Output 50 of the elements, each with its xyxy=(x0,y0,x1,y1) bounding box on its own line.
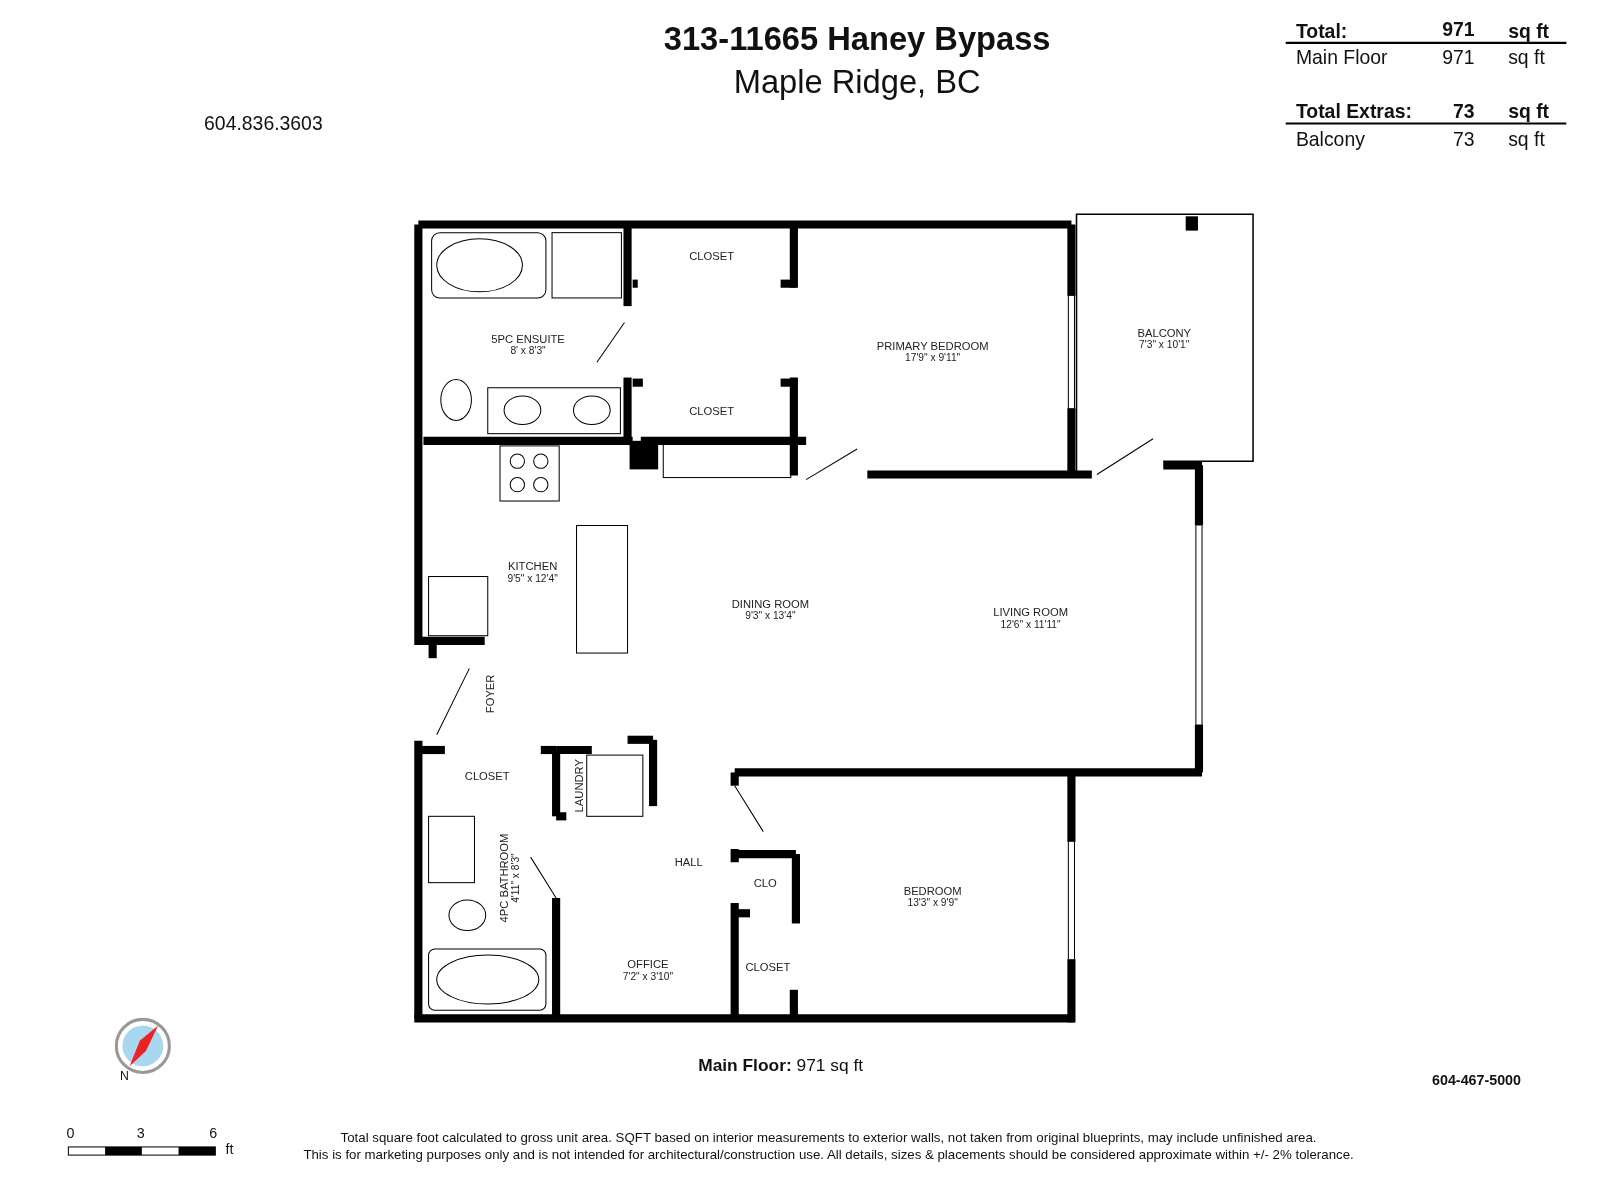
room-name: 4PC BATHROOM xyxy=(498,833,511,923)
room-name: DINING ROOM xyxy=(731,597,810,611)
room-dimensions: 9'5" x 12'4" xyxy=(507,571,558,584)
room-name: OFFICE xyxy=(627,957,669,970)
room-text: Main Floor xyxy=(1295,46,1388,70)
unit-text: sq ft xyxy=(1508,46,1545,70)
room-name: CLOSET xyxy=(745,960,791,973)
disclaimer-text: This is for marketing purposes only and is not intended for architectural/construction use. All details, sizes & placements should be considered approximate within +/- 2% tolerance. xyxy=(303,1146,1354,1163)
room-dimensions: 4'11" x 8'3" xyxy=(510,852,522,903)
room-name: LIVING ROOM xyxy=(993,605,1068,618)
room-dimensions: 9'3" x 13'4" xyxy=(745,610,796,622)
room-name: CLO xyxy=(753,876,777,889)
room-name: BALCONY xyxy=(1137,326,1192,339)
room-name: FOYER xyxy=(483,674,496,714)
area-value: 73 xyxy=(1452,101,1475,124)
north-label: N xyxy=(120,1068,129,1083)
room-dimensions: 7'2" x 3'10" xyxy=(622,969,674,982)
disclaimer-text: Total square foot calculated to gross unit area. SQFT based on interior measurements to exterior walls, not taken from original blueprints, may include unfinished area. xyxy=(340,1129,1317,1145)
unit-text: sq ft xyxy=(1508,20,1550,43)
scale-unit: ft xyxy=(225,1140,234,1158)
phone-number: 604.836.3603 xyxy=(204,112,323,135)
caption: Main Floor: 971 sq ft xyxy=(698,1056,864,1077)
room-dimensions: 7'3" x 10'1" xyxy=(1139,338,1190,350)
room-dimensions: 12'6" x 11'11" xyxy=(1000,617,1061,630)
room-dimensions: 17'9" x 9'11" xyxy=(905,351,961,363)
room-name: LAUNDRY xyxy=(572,759,586,813)
area-value: 971 xyxy=(1442,46,1475,70)
scale-number: 6 xyxy=(209,1124,218,1141)
unit-text: sq ft xyxy=(1508,128,1545,151)
unit-text: sq ft xyxy=(1508,101,1550,124)
scale-number: 3 xyxy=(136,1124,145,1141)
room-name: PRIMARY BEDROOM xyxy=(876,339,989,352)
room-dimensions: 13'3" x 9'9" xyxy=(907,896,958,908)
room-dimensions: 8' x 8'3" xyxy=(510,344,546,357)
area-value: 73 xyxy=(1452,128,1475,151)
scale-number: 0 xyxy=(66,1124,75,1141)
table-header: Total: xyxy=(1295,20,1348,43)
room-name: CLOSET xyxy=(689,404,735,417)
room-name: HALL xyxy=(674,856,703,869)
room-name: 5PC ENSUITE xyxy=(491,332,565,345)
room-name: CLOSET xyxy=(464,769,510,782)
address: Maple Ridge, BC xyxy=(733,63,981,101)
room-name: CLOSET xyxy=(689,250,735,263)
room-text: Balcony xyxy=(1295,128,1365,151)
title: 313-11665 Haney Bypass xyxy=(663,20,1051,59)
room-name: KITCHEN xyxy=(508,559,558,572)
room-name: BEDROOM xyxy=(903,884,962,897)
table-header: Total Extras: xyxy=(1295,101,1412,124)
area-value: 971 xyxy=(1442,18,1475,41)
phone-number: 604-467-5000 xyxy=(1432,1071,1521,1088)
